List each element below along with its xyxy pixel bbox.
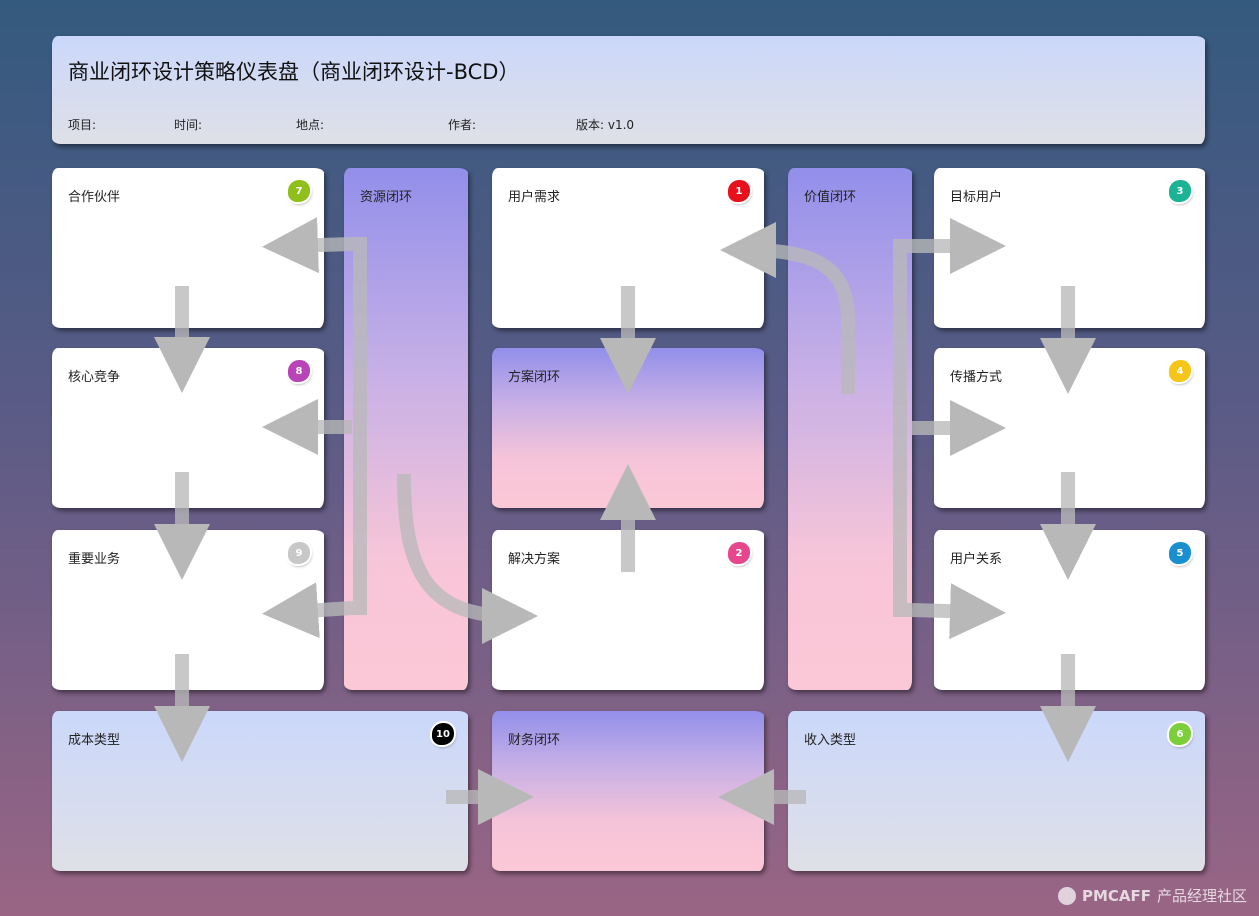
block-user-needs[interactable]: 用户需求 1 xyxy=(492,168,764,328)
footer-watermark: PMCAFF 产品经理社区 xyxy=(1057,885,1247,906)
block-label: 资源闭环 xyxy=(360,190,413,205)
block-label: 解决方案 xyxy=(508,552,561,567)
version-field: 版本: v1.0 xyxy=(576,118,635,132)
number-badge: 2 xyxy=(728,542,750,564)
number-badge: 9 xyxy=(288,542,310,564)
footer-text: 产品经理社区 xyxy=(1156,887,1247,905)
number-badge: 7 xyxy=(288,180,310,202)
block-label: 合作伙伴 xyxy=(68,190,121,205)
number-badge: 4 xyxy=(1169,360,1191,382)
location-field[interactable]: 地点: xyxy=(296,118,325,132)
number-badge: 10 xyxy=(432,723,454,745)
number-badge: 6 xyxy=(1169,723,1191,745)
block-label: 方案闭环 xyxy=(508,370,561,385)
block-user-relations[interactable]: 用户关系 5 xyxy=(934,530,1205,690)
block-label: 收入类型 xyxy=(804,733,857,748)
block-partners[interactable]: 合作伙伴 7 xyxy=(52,168,324,328)
block-cost-types[interactable]: 成本类型 10 xyxy=(52,711,468,871)
block-label: 用户关系 xyxy=(950,552,1003,567)
pmcaff-logo-icon xyxy=(1057,886,1076,905)
block-revenue-types[interactable]: 收入类型 6 xyxy=(788,711,1205,871)
block-value-loop[interactable]: 价值闭环 xyxy=(788,168,912,690)
page-title: 商业闭环设计策略仪表盘（商业闭环设计-BCD） xyxy=(68,60,520,84)
block-label: 价值闭环 xyxy=(804,190,857,205)
block-target-users[interactable]: 目标用户 3 xyxy=(934,168,1205,328)
block-label: 成本类型 xyxy=(68,733,121,748)
block-channels[interactable]: 传播方式 4 xyxy=(934,348,1205,508)
block-label: 核心竞争 xyxy=(68,370,121,385)
block-label: 重要业务 xyxy=(68,552,121,567)
block-finance-loop[interactable]: 财务闭环 xyxy=(492,711,764,871)
author-field[interactable]: 作者: xyxy=(448,118,477,132)
block-label: 目标用户 xyxy=(950,190,1003,205)
footer-brand: PMCAFF xyxy=(1081,886,1151,905)
time-field[interactable]: 时间: xyxy=(174,118,203,132)
number-badge: 3 xyxy=(1169,180,1191,202)
block-label: 用户需求 xyxy=(508,190,561,205)
block-solution[interactable]: 解决方案 2 xyxy=(492,530,764,690)
header-panel: 商业闭环设计策略仪表盘（商业闭环设计-BCD） 项目: 时间: 地点: 作者: … xyxy=(52,36,1205,144)
number-badge: 8 xyxy=(288,360,310,382)
block-label: 传播方式 xyxy=(950,370,1003,385)
number-badge: 5 xyxy=(1169,542,1191,564)
block-resource-loop[interactable]: 资源闭环 xyxy=(344,168,468,690)
block-label: 财务闭环 xyxy=(508,733,561,748)
number-badge: 1 xyxy=(728,180,750,202)
project-field[interactable]: 项目: xyxy=(68,118,97,132)
block-key-activities[interactable]: 重要业务 9 xyxy=(52,530,324,690)
block-solution-loop[interactable]: 方案闭环 xyxy=(492,348,764,508)
block-core-competition[interactable]: 核心竞争 8 xyxy=(52,348,324,508)
